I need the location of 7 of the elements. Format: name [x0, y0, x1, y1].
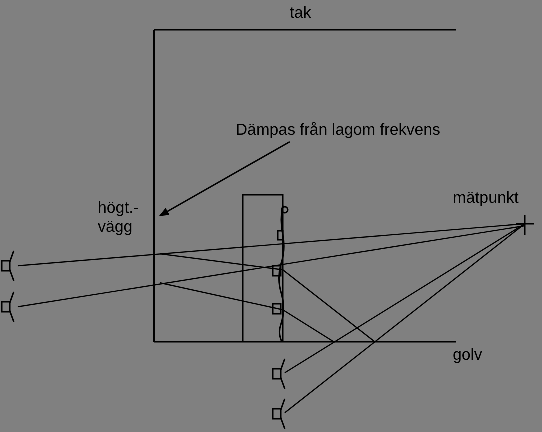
ceiling-label: tak: [290, 4, 312, 23]
annotation-text: Dämpas från lagom frekvens: [236, 121, 441, 140]
wall-line: [153, 30, 155, 342]
wall-label: högt.- vägg: [98, 199, 140, 237]
measuring-point-label: mätpunkt: [453, 189, 519, 208]
leader-arrow: [159, 141, 290, 217]
floor-label: golv: [453, 346, 482, 365]
